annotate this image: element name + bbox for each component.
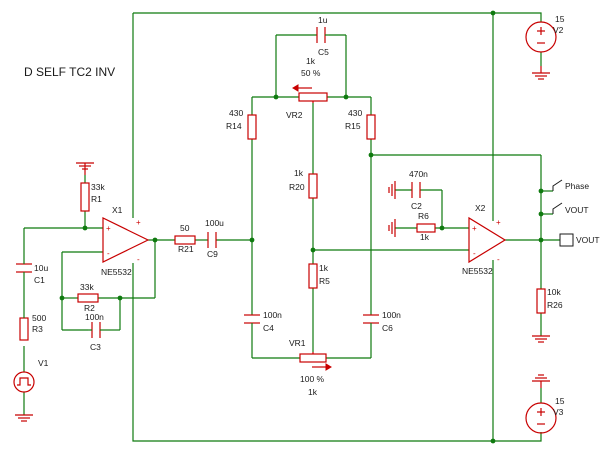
svg-text:430: 430 [229, 108, 243, 118]
junctions [59, 10, 544, 444]
svg-text:100n: 100n [85, 312, 104, 322]
probe-vout: VOUT [552, 202, 589, 215]
svg-text:R20: R20 [289, 182, 305, 192]
svg-text:R26: R26 [547, 300, 563, 310]
svg-text:R14: R14 [226, 121, 242, 131]
resistor-r1: 33k R1 [80, 182, 105, 212]
svg-text:15: 15 [555, 396, 565, 406]
x2-value: NE5532 [462, 266, 493, 276]
x2-supply-minus: - [497, 255, 500, 264]
svg-text:100u: 100u [205, 218, 224, 228]
svg-text:C5: C5 [318, 47, 329, 57]
resistor-r2: 33k R2 [77, 282, 99, 313]
svg-text:100n: 100n [382, 310, 401, 320]
svg-text:1k: 1k [420, 232, 430, 242]
svg-text:430: 430 [348, 108, 362, 118]
x2-minus-pin: - [473, 249, 476, 258]
svg-text:50: 50 [180, 223, 190, 233]
resistor-r3: 500 R3 [19, 310, 46, 341]
svg-text:470n: 470n [409, 169, 428, 179]
resistor-r6: R6 1k [416, 211, 436, 242]
capacitor-c1: 10u C1 [16, 260, 48, 285]
resistor-r5: 1k R5 [308, 263, 330, 289]
svg-text:C2: C2 [411, 201, 422, 211]
svg-text:10k: 10k [547, 287, 561, 297]
svg-text:1k: 1k [294, 168, 304, 178]
svg-text:100 %: 100 % [300, 374, 325, 384]
svg-text:C6: C6 [382, 323, 393, 333]
svg-text:33k: 33k [91, 182, 105, 192]
voltage-source-v2: 15 V2 [525, 14, 565, 53]
svg-text:C3: C3 [90, 342, 101, 352]
resistor-r15: 430 R15 [345, 108, 376, 140]
svg-text:R21: R21 [178, 244, 194, 254]
svg-text:500: 500 [32, 313, 46, 323]
svg-text:VR1: VR1 [289, 338, 306, 348]
output-terminal-vout: VOUT [559, 233, 600, 247]
x2-supply-plus: + [496, 218, 501, 227]
svg-text:VR2: VR2 [286, 110, 303, 120]
resistor-r14: 430 R14 [226, 108, 257, 140]
svg-text:VOUT: VOUT [576, 235, 600, 245]
ground-symbols [15, 66, 550, 422]
capacitor-c6: 100n C6 [363, 310, 401, 333]
wiring [23, 12, 560, 442]
voltage-source-v3: 15 V3 [525, 396, 565, 434]
svg-text:C9: C9 [207, 249, 218, 259]
resistor-r21: 50 R21 [174, 223, 196, 254]
x1-value: NE5532 [101, 267, 132, 277]
capacitor-c4: 100n C4 [244, 310, 282, 333]
svg-text:50 %: 50 % [301, 68, 321, 78]
svg-text:10u: 10u [34, 263, 48, 273]
svg-text:1k: 1k [306, 56, 316, 66]
svg-text:1k: 1k [308, 387, 318, 397]
capacitor-c2: 470n C2 [409, 169, 428, 211]
x1-supply-minus: - [137, 255, 140, 264]
x1-minus-pin: - [107, 249, 110, 258]
svg-text:15: 15 [555, 14, 565, 24]
x1-supply-plus: + [136, 218, 141, 227]
capacitor-c9: 100u C9 [205, 218, 224, 259]
svg-text:R1: R1 [91, 194, 102, 204]
potentiometer-vr2: 1k 50 % VR2 [286, 56, 328, 120]
svg-text:100n: 100n [263, 310, 282, 320]
resistor-r20: 1k R20 [289, 168, 318, 199]
svg-text:V3: V3 [553, 407, 564, 417]
svg-text:33k: 33k [80, 282, 94, 292]
probe-phase: Phase [552, 179, 589, 191]
svg-text:V1: V1 [38, 358, 49, 368]
svg-text:Phase: Phase [565, 181, 589, 191]
svg-text:R6: R6 [418, 211, 429, 221]
x1-ref: X1 [112, 205, 123, 215]
x1-plus-pin: + [106, 224, 111, 233]
voltage-source-v1: V1 [13, 358, 49, 393]
svg-text:R3: R3 [32, 324, 43, 334]
svg-text:1k: 1k [319, 263, 329, 273]
capacitor-c3: 100n C3 [85, 312, 104, 352]
svg-text:R2: R2 [84, 303, 95, 313]
opamp-x2: + - + - X2 NE5532 [462, 203, 507, 276]
svg-text:R15: R15 [345, 121, 361, 131]
resistor-r26: 10k R26 [536, 287, 563, 314]
svg-text:1u: 1u [318, 15, 328, 25]
svg-text:C1: C1 [34, 275, 45, 285]
svg-text:VOUT: VOUT [565, 205, 589, 215]
svg-text:C4: C4 [263, 323, 274, 333]
opamp-x1: + - + - X1 NE5532 [101, 205, 150, 277]
capacitor-c5: 1u C5 [316, 15, 329, 57]
svg-text:V2: V2 [553, 25, 564, 35]
x2-ref: X2 [475, 203, 486, 213]
schematic-title: D SELF TC2 INV [24, 65, 115, 79]
potentiometer-vr1: VR1 100 % 1k [289, 338, 332, 397]
svg-text:R5: R5 [319, 276, 330, 286]
x2-plus-pin: + [472, 224, 477, 233]
